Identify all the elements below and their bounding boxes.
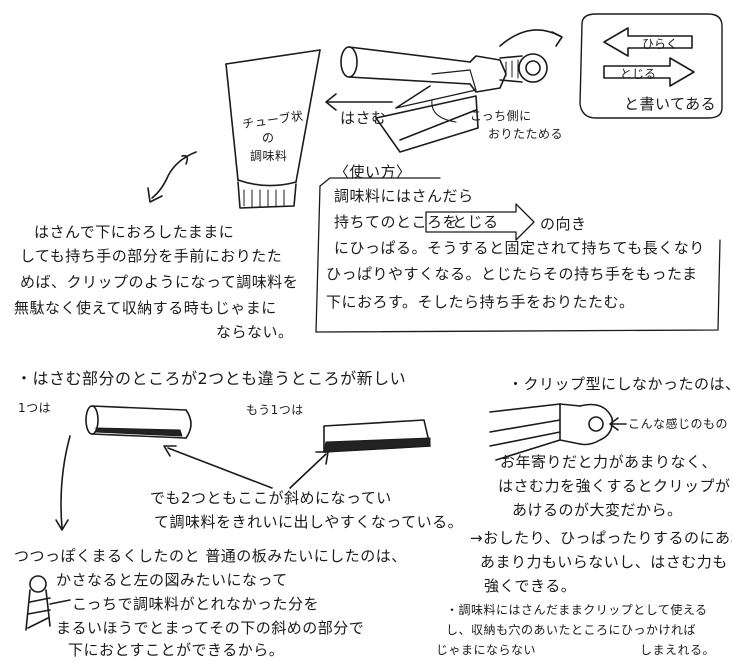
both-line-2: て調味料をきれいに出しやすくなっている。 [154, 513, 464, 531]
clip-line-3: あけるのが大変だから。 [512, 501, 683, 519]
tube-shape-one [85, 405, 192, 439]
note-line-3a: じゃまにならない [436, 643, 537, 657]
both-line-1: でも2つともここが斜めになってい [150, 489, 392, 507]
section2-title: ・はさむ部分のところが2つとも違うところが新しい [16, 369, 407, 388]
hiraku-label: ひらく [641, 37, 678, 51]
overlap-line-4: 下におとすことができるから。 [68, 641, 285, 659]
note-line-2: し、収納も穴のあいたところにひっかければ [446, 623, 697, 637]
note-line-1: ・調味料にはさんだままクリップとして使える [446, 603, 708, 617]
arrow-line-3: 強くできる。 [484, 577, 577, 595]
left-line-3: めば、クリップのようになって調味料を [20, 273, 299, 291]
fold-pointer [431, 99, 457, 123]
fold-label-2: おりたためる [488, 127, 564, 141]
overlap-figure [25, 575, 51, 631]
note-line-3b: しまえれる。 [640, 643, 716, 657]
usage-line-1: 調味料にはさんだら [334, 187, 474, 205]
clip-title: ・クリップ型にしなかったのは、 [508, 375, 732, 393]
usage-line-3: にひっぱる。そうすると固定されて持ちても長くなり [334, 239, 705, 257]
arrow-to-other [289, 453, 327, 489]
arrow-line-2: あまり力もいらないし、はさむ力も [480, 553, 728, 571]
arrow-to-one [167, 447, 273, 489]
shape-reason-line: つつっぽくまるくしたのと 普通の板みたいにしたのは、 [14, 547, 407, 565]
clip-line-1: お年寄りだと力があまりなく、 [500, 453, 718, 471]
left-line-2: しても持ち手の部分を手前におりたた [20, 247, 283, 265]
tojiru-label: とじる [619, 67, 656, 81]
arrow-down [60, 435, 71, 529]
usage-line-2b: の向き [540, 215, 587, 233]
tube-label-2: の [262, 131, 275, 145]
overlap-line-1: かさなると左の図みたいになって [56, 571, 288, 589]
usage-heading: 〈使い方〉 [334, 163, 412, 181]
hasamu-label: はさむ [340, 109, 387, 127]
plate-shape-other [323, 419, 431, 453]
usage-line-5: 下におろす。そしたら持ち手をおりたたむ。 [326, 293, 635, 311]
written-label: と書いてある [624, 95, 717, 113]
curl-arrow [151, 151, 197, 199]
usage-line-2a: 持ちてのところを [334, 213, 459, 231]
fold-label-1: こっち側に [470, 109, 532, 123]
overlap-line-2: こっちで調味料がとれなかった分を [72, 595, 319, 613]
arrow-line-1: →おしたり、ひっぱったりするのにあれは [470, 529, 732, 547]
left-line-4: 無駄なく使えて収納する時もじゃまに [14, 299, 277, 317]
clip-line-2: はさむ力を強くするとクリップが [498, 477, 731, 495]
left-line-1: はさんで下におろしたままに [34, 223, 235, 241]
other-label: もう1つは [246, 403, 304, 417]
clip-drawing [489, 403, 614, 461]
usage-line-4: ひっぱりやすくなる。とじたらその持ち手をもったま [326, 265, 698, 283]
tube-drawing [225, 49, 321, 209]
left-line-5: ならない。 [216, 323, 294, 341]
usage-box [315, 177, 721, 333]
tube-label-3: 調味料 [250, 149, 288, 163]
usage-line-2-box: とじる [452, 213, 499, 231]
overlap-line-3: まるいほうでとまってその下の斜めの部分で [56, 619, 365, 637]
this-thing-label: こんな感じのもの [628, 417, 729, 431]
tool-drawing [340, 29, 563, 153]
one-label: 1つは [18, 401, 52, 415]
direction-box [579, 13, 723, 119]
arrow-here [49, 599, 71, 605]
